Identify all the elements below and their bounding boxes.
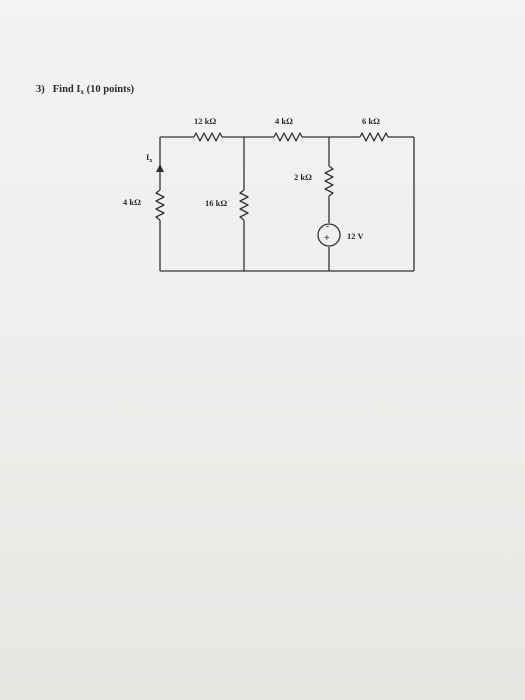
- question-points: (10 points): [86, 84, 135, 95]
- resistor-2k: [324, 165, 334, 197]
- resistor-6k: [359, 132, 389, 142]
- voltage-source-circle: [317, 223, 341, 247]
- label-current: Ix: [146, 152, 153, 164]
- current-main: I: [146, 152, 150, 162]
- label-4k-top: 4 kΩ: [275, 116, 293, 126]
- question-prefix: Find I: [52, 84, 81, 95]
- question-text: 3) Find Ix (10 points): [36, 84, 135, 96]
- question-subscript: x: [80, 88, 84, 96]
- resistor-4k-left: [155, 189, 165, 221]
- current-arrow-icon: [156, 164, 164, 172]
- resistor-16k: [239, 189, 249, 221]
- resistor-4k-top: [273, 132, 303, 142]
- current-subscript: x: [149, 158, 153, 164]
- label-2k: 2 kΩ: [294, 172, 312, 182]
- label-6k: 6 kΩ: [362, 116, 380, 126]
- question-number: 3): [36, 84, 45, 95]
- source-minus: -: [326, 221, 329, 231]
- label-12v: 12 V: [347, 231, 364, 241]
- label-12k: 12 kΩ: [194, 116, 217, 126]
- source-plus: +: [324, 233, 330, 244]
- resistor-12k: [193, 132, 223, 142]
- label-16k: 16 kΩ: [205, 198, 228, 208]
- label-4k-left: 4 kΩ: [123, 197, 141, 207]
